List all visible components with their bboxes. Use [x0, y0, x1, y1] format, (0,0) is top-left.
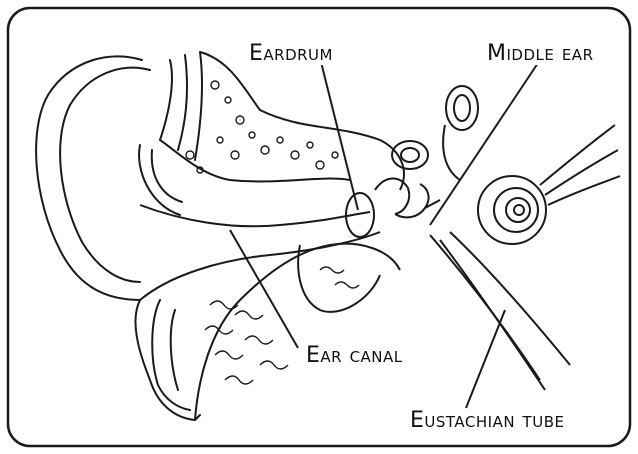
label-eustachian-tube: Eustachian tube [406, 410, 568, 432]
auditory-nerve [540, 125, 620, 205]
frame-border [8, 8, 630, 446]
eustachian-tube-shape [430, 232, 570, 390]
leader-ear-canal [230, 230, 298, 348]
ear-canal-shape [140, 205, 380, 300]
ossicles [375, 178, 440, 217]
cochlea [478, 176, 546, 244]
diagram-frame: Eardrum Middle ear Ear canal Eustachian … [5, 5, 631, 447]
bone-texture [186, 81, 359, 384]
leader-eustachian-tube [466, 310, 505, 408]
semicircular-canals [392, 86, 478, 180]
pinna [36, 52, 202, 420]
label-ear-canal: Ear canal [302, 345, 407, 367]
label-middle-ear: Middle ear [483, 43, 598, 65]
leader-eardrum [320, 58, 358, 210]
label-eardrum: Eardrum [245, 43, 337, 65]
